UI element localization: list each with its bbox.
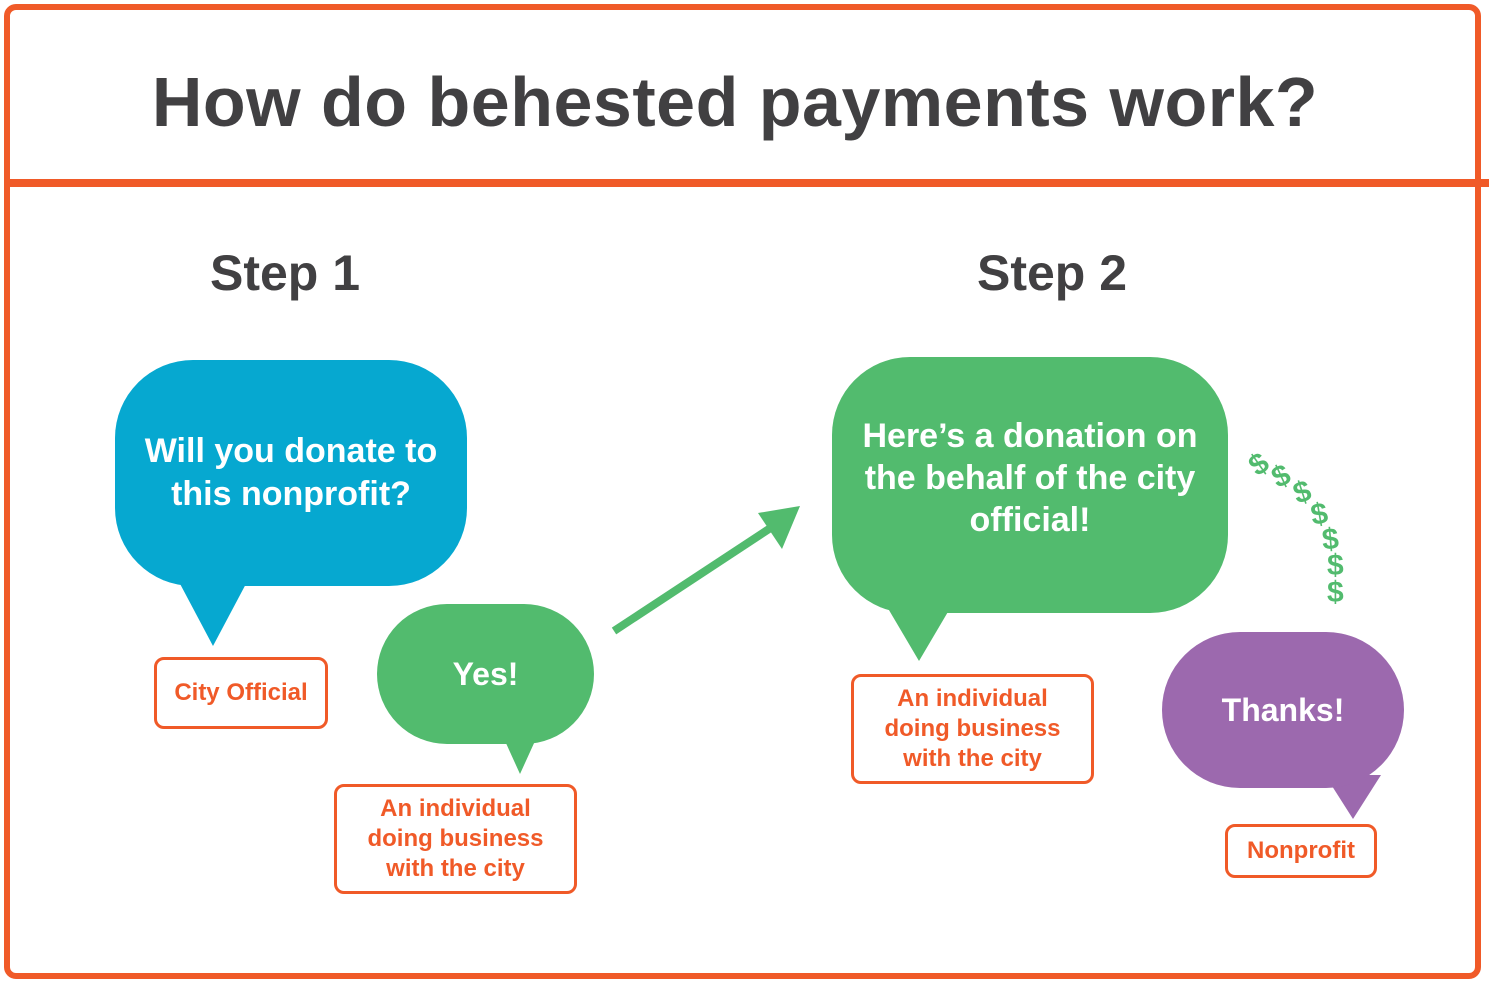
individual-donation-text: Here’s a donation on the behalf of the c… bbox=[862, 417, 1198, 539]
diagram-frame bbox=[4, 4, 1481, 979]
individual-step2-label-text: An individual doing business with the ci… bbox=[884, 685, 1061, 772]
nonprofit-thanks-text: Thanks! bbox=[1221, 691, 1345, 728]
individual-donation-bubble: Here’s a donation on the behalf of the c… bbox=[832, 357, 1228, 613]
dollar-sign-icon: $ bbox=[1327, 576, 1344, 609]
nonprofit-thanks-bubble: Thanks! bbox=[1162, 632, 1404, 788]
step-1-heading: Step 1 bbox=[210, 245, 361, 301]
page-title: How do behested payments work? bbox=[151, 63, 1319, 141]
individual-yes-bubble: Yes! bbox=[377, 604, 594, 744]
official-bubble-tail bbox=[178, 580, 248, 646]
step-2-heading: Step 2 bbox=[977, 245, 1128, 301]
dollar-sign-icon: $ bbox=[1327, 549, 1344, 582]
title-divider bbox=[4, 179, 1489, 187]
nonprofit-label: Nonprofit bbox=[1225, 824, 1377, 878]
donation-bubble-tail bbox=[886, 605, 952, 661]
individual-step2-label: An individual doing business with the ci… bbox=[851, 674, 1094, 784]
arrow-shaft bbox=[611, 523, 775, 635]
city-official-label: City Official bbox=[154, 657, 328, 729]
individual-step1-label: An individual doing business with the ci… bbox=[334, 784, 577, 894]
nonprofit-label-text: Nonprofit bbox=[1247, 837, 1355, 864]
individual-yes-text: Yes! bbox=[452, 655, 519, 692]
official-question-text: Will you donate to this nonprofit? bbox=[144, 432, 438, 513]
official-question-bubble: Will you donate to this nonprofit? bbox=[115, 360, 467, 586]
city-official-label-text: City Official bbox=[174, 679, 308, 706]
arrow-head bbox=[758, 506, 800, 549]
individual-step1-label-text: An individual doing business with the ci… bbox=[367, 795, 544, 882]
